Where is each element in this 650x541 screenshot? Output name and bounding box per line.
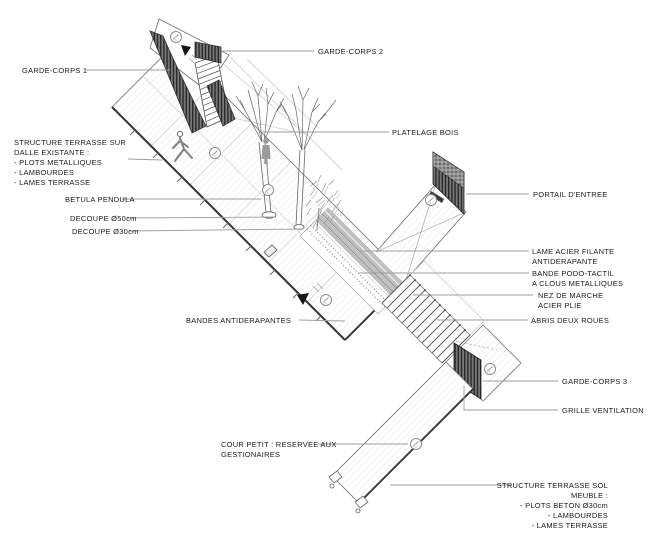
label-structure-sol: STRUCTURE TERRASSE SOL MEUBLE : - PLOTS … [468, 481, 608, 531]
entry-branch [375, 151, 467, 281]
label-portail-entree: PORTAIL D'ENTREE [533, 190, 607, 200]
standing-silhouette [261, 138, 271, 164]
slope-arrow [181, 45, 191, 56]
label-lame-acier: LAME ACIER FILANTE ANTIDERAPANTE [532, 247, 614, 267]
label-text: GARDE-CORPS 1 [22, 66, 88, 75]
label-grille-ventilation: GRILLE VENTILATION [562, 406, 644, 416]
band-divider [313, 221, 393, 301]
label-text: BANDES ANTIDERAPANTES [186, 316, 292, 325]
label-text: - LAMES TERRASSE [14, 178, 91, 187]
label-text: GARDE-CORPS 2 [318, 47, 384, 56]
section-symbol [425, 194, 437, 206]
lame-acier-strips [315, 208, 406, 299]
label-text: GRILLE VENTILATION [562, 406, 644, 415]
label-text: STRUCTURE TERRASSE SOL [496, 481, 608, 490]
label-garde-corps-3: GARDE-CORPS 3 [562, 377, 627, 387]
deck-edge-ticks [129, 129, 322, 322]
label-garde-corps-1: GARDE-CORPS 1 [22, 66, 87, 76]
label-decoupe-50: DECOUPE Ø50cm [70, 214, 137, 224]
slope-arrow-lower [297, 282, 324, 305]
label-cour-petit: COUR PETIT : RESERVEE AUX GESTIONAIRES [221, 440, 337, 460]
label-text: PLATELAGE BOIS [392, 128, 459, 137]
label-text: DECOUPE Ø30cm [72, 227, 139, 236]
terrace-feet [328, 470, 369, 514]
label-text: ANTIDERAPANTE [532, 257, 598, 266]
label-text: A CLOUS METALLIQUES [532, 279, 624, 288]
label-text: DALLE EXISTANTE : [14, 148, 90, 157]
label-text: - PLOTS BETON Ø30cm [520, 501, 608, 510]
dashed-guide [455, 340, 498, 351]
garde-corps-1-panel [149, 30, 207, 134]
section-symbol [410, 438, 422, 450]
label-nez-de-marche: NEZ DE MARCHE ACIER PLIE [538, 291, 603, 311]
label-text: LAME ACIER FILANTE [532, 247, 615, 256]
label-bandes-antiderapantes: BANDES ANTIDERAPANTES [186, 316, 291, 326]
label-text: ACIER PLIE [538, 301, 582, 310]
top-stair-assembly [149, 18, 236, 134]
label-betula-pendula: BETULA PENDULA [65, 195, 135, 205]
label-text: ABRIS DEUX ROUES [531, 316, 610, 325]
label-platelage-bois: PLATELAGE BOIS [392, 128, 459, 138]
label-text: GESTIONAIRES [221, 450, 281, 459]
birch-branches [235, 81, 337, 151]
bushy-tree [305, 174, 344, 231]
label-text: MEUBLE : [570, 491, 608, 500]
label-garde-corps-2: GARDE-CORPS 2 [318, 47, 383, 57]
label-text: BANDE PODO-TACTIL [532, 269, 615, 278]
garde-corps-2-panel [194, 41, 222, 64]
label-text: NEZ DE MARCHE [538, 291, 604, 300]
label-text: PORTAIL D'ENTREE [533, 190, 608, 199]
label-text: COUR PETIT : RESERVEE AUX [221, 440, 337, 449]
podo-tactile-studs [306, 225, 389, 308]
label-text: - LAMES TERRASSE [531, 521, 608, 530]
section-symbol [170, 31, 182, 43]
garde-corps-2-lower-panel [206, 79, 236, 127]
label-text: - PLOTS METALLIQUES [14, 158, 102, 167]
section-symbol [209, 147, 221, 159]
deck-edge-shadow [111, 106, 346, 341]
bottom-terrace-strip [328, 361, 474, 514]
lame-acier-edges [318, 213, 401, 296]
section-symbol [484, 363, 496, 375]
label-text: DECOUPE Ø50cm [70, 214, 137, 223]
label-structure-dalle: STRUCTURE TERRASSE SUR DALLE EXISTANTE :… [14, 138, 126, 188]
label-text: STRUCTURE TERRASSE SUR [14, 138, 127, 147]
deck-level-jog [263, 244, 278, 258]
portail-gate [432, 151, 465, 215]
threshold-plate [429, 191, 444, 203]
tree-group [172, 81, 344, 231]
construction-lines [220, 56, 343, 171]
label-text: - LAMBOURDES [547, 511, 608, 520]
label-bande-podo: BANDE PODO-TACTIL A CLOUS METALLIQUES [532, 269, 623, 289]
label-abris-deux-roues: ABRIS DEUX ROUES [531, 316, 609, 326]
birch-trunks [258, 141, 306, 226]
walking-figure [172, 130, 193, 162]
label-text: - LAMBOURDES [14, 168, 75, 177]
label-decoupe-30: DECOUPE Ø30cm [72, 227, 139, 237]
label-text: BETULA PENDULA [65, 195, 135, 204]
leader-lines [86, 50, 558, 486]
section-symbol [320, 294, 332, 306]
lower-stair [381, 260, 485, 364]
section-symbol [262, 184, 274, 196]
label-text: GARDE-CORPS 3 [562, 377, 628, 386]
arrow-note-marks [188, 54, 198, 64]
